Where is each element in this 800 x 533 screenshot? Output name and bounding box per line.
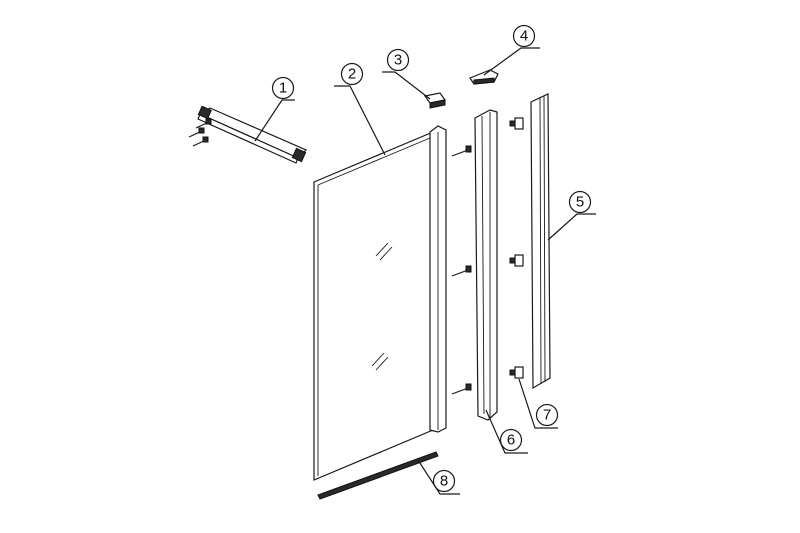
callouts: 1 2 3 4 5 6 7 8 [271,24,592,493]
callout-1-label: 1 [279,80,287,97]
callout-6: 6 [499,428,523,452]
callout-3-label: 3 [394,52,402,69]
part-6-channel [474,109,498,421]
part-1-screws [188,118,212,147]
leader-7 [518,378,558,429]
leader-4 [483,47,540,76]
leader-5 [547,213,596,241]
part-8-bottom-seal [317,451,439,500]
leader-lines [254,47,596,495]
callout-7: 7 [535,403,559,427]
callout-6-label: 6 [507,432,515,449]
part-4-cap [469,69,499,85]
leader-8 [417,459,460,495]
part-7-brackets [509,117,524,379]
callout-1: 1 [271,76,295,100]
callout-2: 2 [340,62,364,86]
callout-4: 4 [512,24,536,48]
callout-4-label: 4 [520,28,528,45]
callout-3: 3 [386,48,410,72]
part-5-wall-profile [530,93,551,390]
part-6-screws [451,145,472,395]
leader-1 [254,99,295,142]
leader-2 [334,85,386,156]
part-2-glass-panel [313,125,447,481]
callout-8: 8 [432,469,456,493]
callout-2-label: 2 [348,66,356,83]
leader-3 [382,71,431,100]
callout-5: 5 [568,190,592,214]
callout-7-label: 7 [543,407,551,424]
leader-6 [485,409,528,454]
callout-8-label: 8 [440,473,448,490]
part-1-stabilizer-bar [197,105,308,164]
callout-5-label: 5 [576,194,584,211]
part-3-clip [423,92,447,109]
